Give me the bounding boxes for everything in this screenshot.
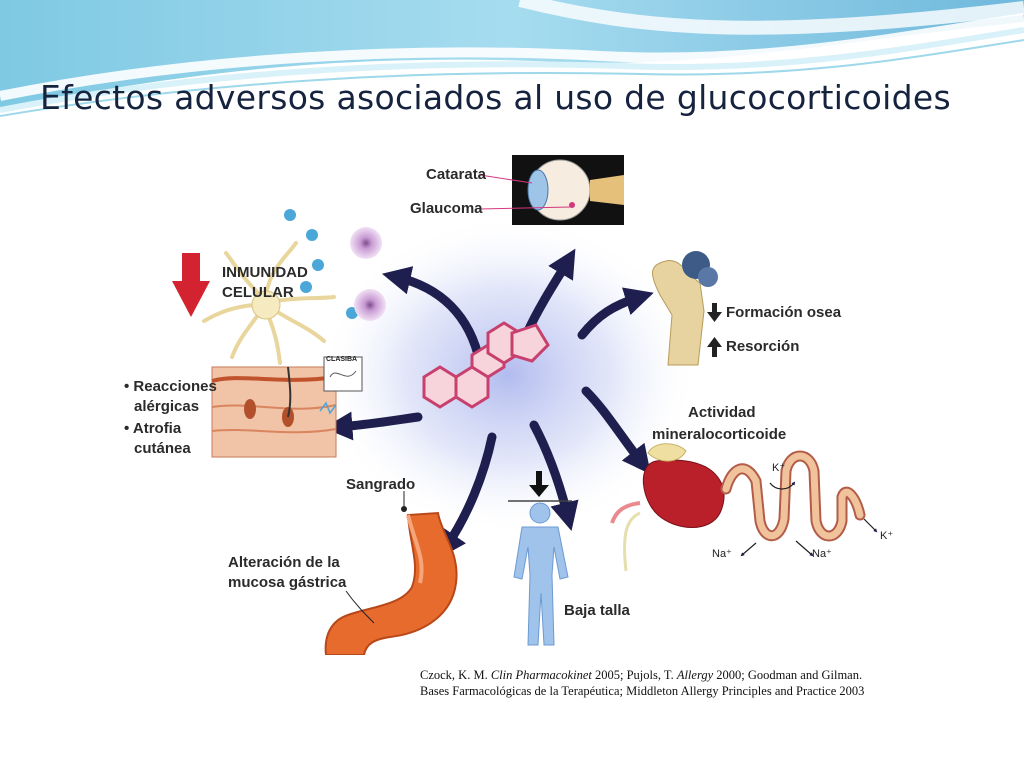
label-formacion-osea: Formación osea	[726, 304, 842, 321]
center-glow	[318, 215, 698, 535]
human-figure-icon	[513, 502, 569, 646]
tubule-icon	[720, 450, 866, 542]
slide-title: Efectos adversos asociados al uso de glu…	[40, 78, 951, 117]
label-reacciones: • Reacciones	[124, 378, 217, 395]
arrow-to-eye	[523, 248, 576, 336]
effect-arrows	[323, 248, 654, 559]
arrow-to-skin	[323, 411, 423, 441]
arrow-to-bone	[577, 287, 654, 340]
steroid-nucleus-icon	[422, 321, 550, 409]
label-cutanea: cutánea	[134, 440, 191, 457]
kidney-icon	[610, 443, 725, 572]
citation-line-1: Czock, K. M. Clin Pharmacokinet 2005; Pu…	[420, 668, 863, 682]
bone-icon	[652, 251, 718, 366]
label-glaucoma: Glaucoma	[410, 200, 483, 217]
skin-cross-section-icon	[211, 356, 363, 458]
label-inmunidad: INMUNIDAD	[222, 264, 308, 281]
ion-arrows	[740, 481, 878, 557]
label-k-top: K⁺	[772, 462, 785, 474]
label-alteracion: Alteración de la	[228, 554, 340, 571]
arrow-to-kidney	[581, 386, 651, 475]
growth-down-arrow-icon	[508, 471, 572, 502]
arrow-to-immunity	[381, 266, 485, 368]
stomach-icon	[324, 491, 458, 655]
label-sangrado: Sangrado	[346, 476, 415, 493]
label-baja-talla: Baja talla	[564, 602, 631, 619]
label-na-2: Na⁺	[812, 548, 832, 560]
label-atrofia: • Atrofia	[124, 420, 182, 437]
label-actividad: Actividad	[688, 404, 756, 421]
bone-formation-down-arrow-icon	[707, 303, 722, 322]
arrow-to-stomach	[437, 432, 497, 559]
immune-cells-icon	[202, 209, 386, 365]
eye-panel	[479, 155, 624, 225]
arrow-to-height	[529, 420, 579, 531]
label-catarata: Catarata	[426, 166, 487, 183]
citation-line-2: Bases Farmacológicas de la Terapéutica; …	[420, 684, 865, 698]
label-k-right: K⁺	[880, 530, 893, 542]
glucocorticoid-effects-diagram: Catarata Glaucoma I	[124, 155, 893, 655]
label-celular: CELULAR	[222, 284, 294, 301]
resorption-up-arrow-icon	[707, 337, 722, 357]
label-na-1: Na⁺	[712, 548, 732, 560]
header-wave-decoration	[0, 0, 1024, 117]
label-mineralocorticoide: mineralocorticoide	[652, 426, 786, 443]
label-mucosa-gastrica: mucosa gástrica	[228, 574, 347, 591]
label-resorcion: Resorción	[726, 338, 799, 355]
label-alergicas: alérgicas	[134, 398, 199, 415]
label-skin-tag: CLASIBA	[326, 356, 357, 363]
decrease-arrow-icon	[172, 253, 210, 317]
citation: Czock, K. M. Clin Pharmacokinet 2005; Pu…	[420, 667, 1005, 699]
